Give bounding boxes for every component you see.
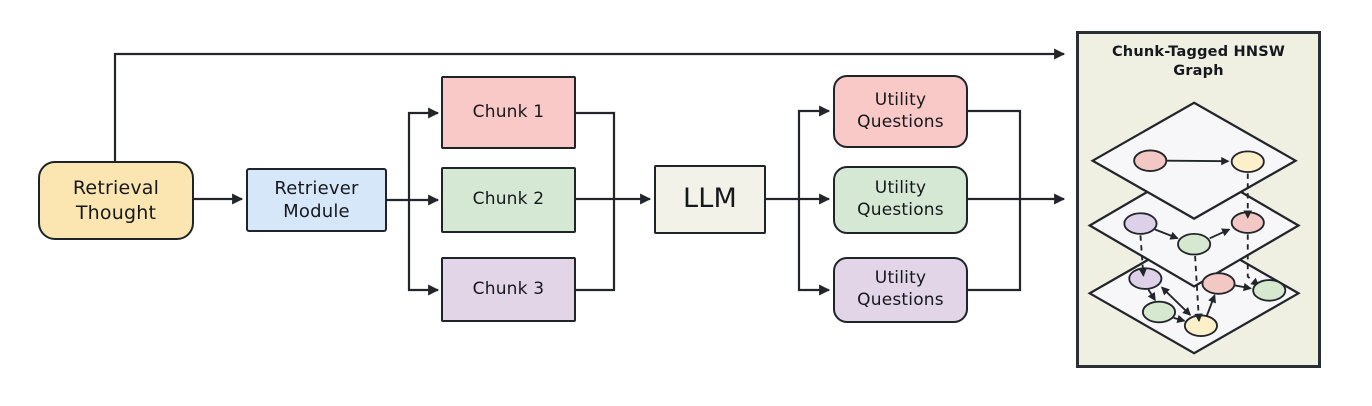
retriever-module-label2: Module [283,201,350,222]
retrieval-thought-box: Retrieval Thought [38,161,194,240]
edge-l3-purple-yellow-bidirectional [1161,286,1192,316]
hnsw-node-l2-purple [1123,212,1158,235]
edge-llm-to-uq3 [797,199,831,296]
utility-questions-2-box: Utility Questions [833,166,968,234]
hnsw-panel-title-line1: Chunk-Tagged HNSW [1111,44,1286,60]
hnsw-node-l1-pink [1133,149,1168,172]
hnsw-dashed-tips [1138,210,1252,323]
hnsw-node-l2-green [1177,232,1212,256]
hnsw-panel-title-line2: Graph [1173,62,1224,79]
hnsw-solid-edges [1147,156,1252,323]
chunk-2-label: Chunk 2 [472,189,545,210]
retriever-module-label: Retriever [274,177,359,199]
llm-label: LLM [683,183,737,215]
hnsw-panel-title: Chunk-Tagged HNSW Graph [1079,43,1318,81]
hnsw-node-l3-pink [1201,272,1236,295]
edge-chunk3-merge [576,199,616,292]
edge-llm-to-uq1 [797,105,831,199]
hnsw-node-l3-green-right [1252,279,1287,302]
hnsw-layered-graph [1087,101,1301,355]
hnsw-node-l3-purple [1128,267,1163,290]
hnsw-node-l3-green-left [1141,300,1177,324]
edge-chunk1-merge [576,111,616,199]
edge-l3-yellow-to-pink [1205,294,1216,317]
connectors [113,48,1066,296]
chunk-3-label: Chunk 3 [472,278,545,299]
edge-l2-pink-to-l3-green [1246,234,1260,287]
utility-questions-1-box: Utility Questions [833,75,968,148]
chunk-2-box: Chunk 2 [441,167,576,233]
edge-retriever-to-chunk3 [407,200,440,296]
edge-l3-green-to-yellow [1173,314,1186,323]
edge-uq3-merge [968,199,1022,292]
retrieval-thought-label: Retrieval [72,177,160,200]
retrieval-thought-label2: Thought [75,201,157,224]
chunk-3-box: Chunk 3 [441,257,576,322]
hnsw-node-l1-yellow [1230,150,1265,173]
edge-l3-purple-to-green [1147,288,1156,302]
utility-questions-3-box: Utility Questions [833,257,968,323]
utility-questions-2-label2: Questions [857,200,944,220]
hnsw-node-l3-yellow [1183,314,1218,337]
edge-l2-purple-to-green [1154,228,1179,240]
retriever-module-box: Retriever Module [246,168,387,232]
edge-thought-to-graph [113,48,1066,161]
edge-retriever-to-chunk1 [407,107,440,200]
utility-questions-1-label2: Questions [857,111,944,132]
hnsw-graph-panel: Chunk-Tagged HNSW Graph [1076,31,1321,368]
edge-uq1-merge [968,109,1022,199]
chunk-1-box: Chunk 1 [441,76,576,149]
edge-l2-green-to-l3-yellow [1194,255,1203,323]
utility-questions-3-label: Utility [874,268,927,289]
hnsw-nodes [1123,149,1287,337]
edge-l3-pink-to-green [1234,282,1252,292]
hnsw-layer-3 [1087,232,1301,355]
utility-questions-1-label: Utility [874,89,927,110]
chunk-1-label: Chunk 1 [472,101,545,122]
llm-box: LLM [654,165,766,234]
utility-questions-2-label: Utility [874,178,927,199]
edge-l2-green-to-pink [1209,228,1231,240]
utility-questions-3-label2: Questions [857,290,944,310]
